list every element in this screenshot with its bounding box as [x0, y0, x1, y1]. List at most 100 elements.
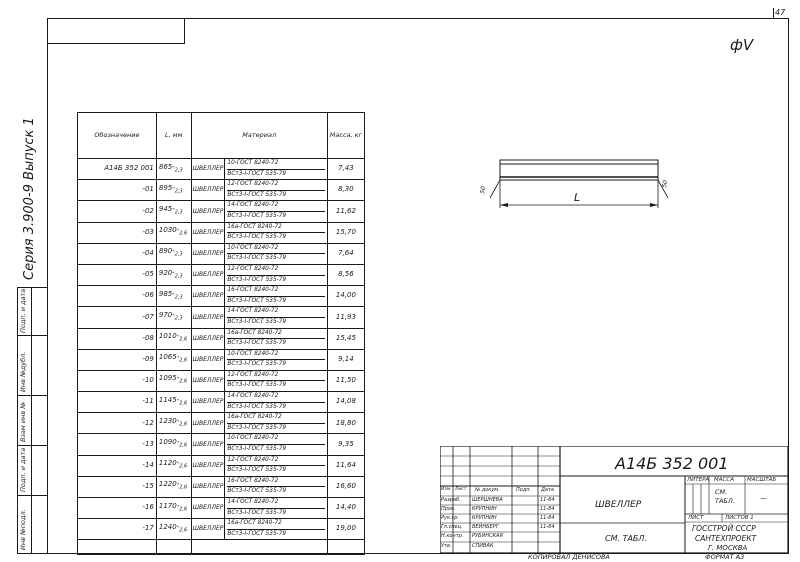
mass-cell: 14,40 — [326, 496, 366, 520]
length-value: 1145 — [158, 395, 177, 404]
tb-staff-role: Пров. — [441, 506, 456, 512]
length-cell: 1230-2,6 — [155, 412, 192, 435]
mass-cell: 11,93 — [326, 306, 366, 329]
material-line-2: ВСт3-I-ГОСТ 535-79 — [227, 382, 287, 389]
title-block: Изм. Лист № докум. Подп. Дата Разраб.Шер… — [440, 446, 788, 553]
tb-designation: А14Б 352 001 — [615, 454, 729, 473]
tb-staff-name: Рубинская — [472, 533, 503, 539]
copied-by: Копировал Денисова — [528, 553, 610, 561]
length-value: 890 — [158, 247, 173, 256]
tb-org-2: Сантехпроект — [695, 534, 757, 543]
designation-cell: -05 — [77, 263, 157, 287]
material-type-cell: ШВЕЛЛЕР — [190, 433, 226, 456]
tolerance-value: 2,6 — [179, 378, 188, 385]
length-cell: 985-2,3 — [155, 285, 192, 308]
mass-cell: 15,45 — [326, 327, 366, 350]
length-value: 1090 — [158, 438, 177, 447]
mass-cell: 11,64 — [326, 454, 366, 477]
material-line-2: ВСт3-I-ГОСТ 535-79 — [227, 509, 287, 516]
tb-head-list: Лист — [455, 487, 467, 492]
dim-slant-right — [657, 179, 669, 199]
material-line-2: ВСт3-I-ГОСТ 535-79 — [227, 234, 287, 241]
mass-cell: 14,08 — [326, 391, 366, 414]
mass-cell: 11,50 — [326, 369, 366, 393]
mass-cell: 11,62 — [326, 200, 366, 223]
side-stamp-div-1 — [17, 335, 48, 336]
side-stamp-label-3: Взам инв № — [19, 402, 27, 442]
tb-sheets-label: Листов 1 — [725, 515, 754, 521]
designation-cell: -09 — [77, 348, 157, 371]
length-value: 920 — [158, 268, 173, 277]
material-type-cell: ШВЕЛЛЕР — [190, 412, 226, 435]
material-type-cell: ШВЕЛЛЕР — [190, 179, 226, 202]
material-line-1: 16-ГОСТ 8240-72 — [227, 287, 325, 297]
designation-cell: -06 — [77, 285, 157, 308]
material-line-1: 16а-ГОСТ 8240-72 — [227, 414, 325, 424]
length-cell: 1065-2,6 — [155, 348, 192, 371]
tb-col-litera: Литера — [687, 477, 710, 483]
material-line-2: ВСт3-I-ГОСТ 535-79 — [227, 467, 287, 474]
tb-city: г. Москва — [708, 544, 748, 552]
tb-col-scale: Масштаб — [747, 477, 777, 483]
material-line-2: ВСт3-I-ГОСТ 535-79 — [227, 361, 287, 368]
col-mass-header: Масса, кг — [326, 112, 366, 159]
designation-cell: -16 — [77, 496, 157, 520]
mass-cell: 14,00 — [326, 285, 366, 308]
length-cell: 1010-2,6 — [155, 327, 192, 350]
material-line-2: ВСт3-I-ГОСТ 535-79 — [227, 530, 287, 537]
topleft-box-right — [184, 18, 185, 44]
material-line-1: 16а-ГОСТ 8240-72 — [227, 223, 325, 234]
corner-mark: фV — [730, 36, 754, 54]
length-value: 1065 — [158, 353, 177, 362]
tb-part-name: Швеллер — [595, 500, 642, 510]
col-material-header: Материал — [190, 112, 328, 159]
material-line-1: 14-ГОСТ 8240-72 — [227, 393, 325, 403]
material-line-2: ВСт3-I-ГОСТ 535-79 — [227, 297, 287, 304]
tolerance-value: 2,3 — [174, 272, 183, 279]
side-stamp-top — [17, 287, 48, 288]
tb-staff-name: Крупнин — [472, 506, 497, 512]
length-value: 865 — [158, 162, 173, 171]
tb-staff-name: Шершнева — [472, 497, 503, 503]
length-cell: 1220-2,6 — [155, 475, 192, 499]
designation-cell: -08 — [77, 327, 157, 350]
material-type-cell: ШВЕЛЛЕР — [190, 454, 226, 477]
designation-cell: -15 — [77, 475, 157, 499]
tb-staff-role: Разраб. — [441, 497, 461, 503]
material-type-cell: ШВЕЛЛЕР — [190, 200, 226, 223]
tolerance-value: 2,3 — [174, 188, 183, 195]
tolerance-value: 2,6 — [179, 230, 188, 237]
tolerance-value: 2,6 — [179, 336, 188, 343]
col-designation-header: Обозначение — [77, 112, 157, 159]
length-cell: 920-2,3 — [155, 263, 192, 287]
tb-mass-value: См. табл. — [715, 488, 735, 505]
designation-cell: -03 — [77, 221, 157, 244]
designation-cell: -13 — [77, 433, 157, 456]
material-line-1: 16а-ГОСТ 8240-72 — [227, 329, 325, 340]
material-type-cell: ШВЕЛЛЕР — [190, 475, 226, 499]
material-type-cell: ШВЕЛЛЕР — [190, 496, 226, 520]
